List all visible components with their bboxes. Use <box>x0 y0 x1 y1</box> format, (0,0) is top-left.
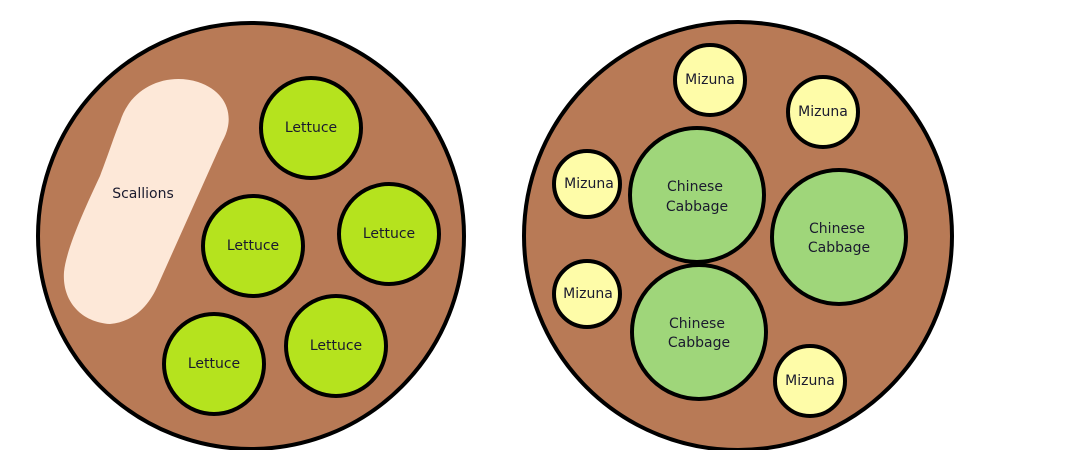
lettuce-label: Lettuce <box>310 338 362 354</box>
chinese-cabbage-plant: Chinese Cabbage <box>630 263 768 401</box>
lettuce-circle <box>259 76 363 180</box>
lettuce-plant: Lettuce <box>259 76 363 180</box>
mizuna-circle <box>786 75 860 149</box>
scallions-row: Scallions <box>63 79 229 324</box>
cabbage-circle <box>630 263 768 401</box>
lettuce-plant: Lettuce <box>337 182 441 286</box>
mizuna-plant: Mizuna <box>673 43 747 117</box>
mizuna-label: Mizuna <box>564 176 614 192</box>
mizuna-circle <box>673 43 747 117</box>
garden-bed-right: Mizuna Mizuna Mizuna Mizuna Mizuna Chine… <box>522 20 954 450</box>
mizuna-label: Mizuna <box>785 373 835 389</box>
mizuna-plant: Mizuna <box>773 344 847 418</box>
lettuce-label: Lettuce <box>363 226 415 242</box>
lettuce-circle <box>162 312 266 416</box>
mizuna-label: Mizuna <box>798 104 848 120</box>
mizuna-plant: Mizuna <box>786 75 860 149</box>
cabbage-label-line1: Chinese <box>667 179 723 195</box>
cabbage-label-line2: Cabbage <box>808 240 870 256</box>
mizuna-circle <box>552 259 622 329</box>
scallions-patch <box>63 79 229 324</box>
mizuna-label: Mizuna <box>685 72 735 88</box>
lettuce-label: Lettuce <box>188 356 240 372</box>
mizuna-label: Mizuna <box>563 286 613 302</box>
lettuce-circle <box>201 194 305 298</box>
lettuce-label: Lettuce <box>227 238 279 254</box>
cabbage-circle <box>628 126 766 264</box>
mizuna-plant: Mizuna <box>552 259 622 329</box>
cabbage-label-line2: Cabbage <box>668 335 730 351</box>
cabbage-label-line1: Chinese <box>809 221 865 237</box>
lettuce-plant: Lettuce <box>162 312 266 416</box>
chinese-cabbage-plant: Chinese Cabbage <box>628 126 766 264</box>
garden-bed-left: Scallions Lettuce Lettuce Lettuce Lettuc… <box>36 21 466 450</box>
mizuna-circle <box>773 344 847 418</box>
cabbage-circle <box>770 168 908 306</box>
mizuna-circle <box>552 149 622 219</box>
lettuce-plant: Lettuce <box>201 194 305 298</box>
lettuce-plant: Lettuce <box>284 294 388 398</box>
lettuce-label: Lettuce <box>285 120 337 136</box>
lettuce-circle <box>337 182 441 286</box>
cabbage-label-line1: Chinese <box>669 316 725 332</box>
scallions-label: Scallions <box>112 186 174 202</box>
mizuna-plant: Mizuna <box>552 149 622 219</box>
chinese-cabbage-plant: Chinese Cabbage <box>770 168 908 306</box>
lettuce-circle <box>284 294 388 398</box>
cabbage-label-line2: Cabbage <box>666 199 728 215</box>
